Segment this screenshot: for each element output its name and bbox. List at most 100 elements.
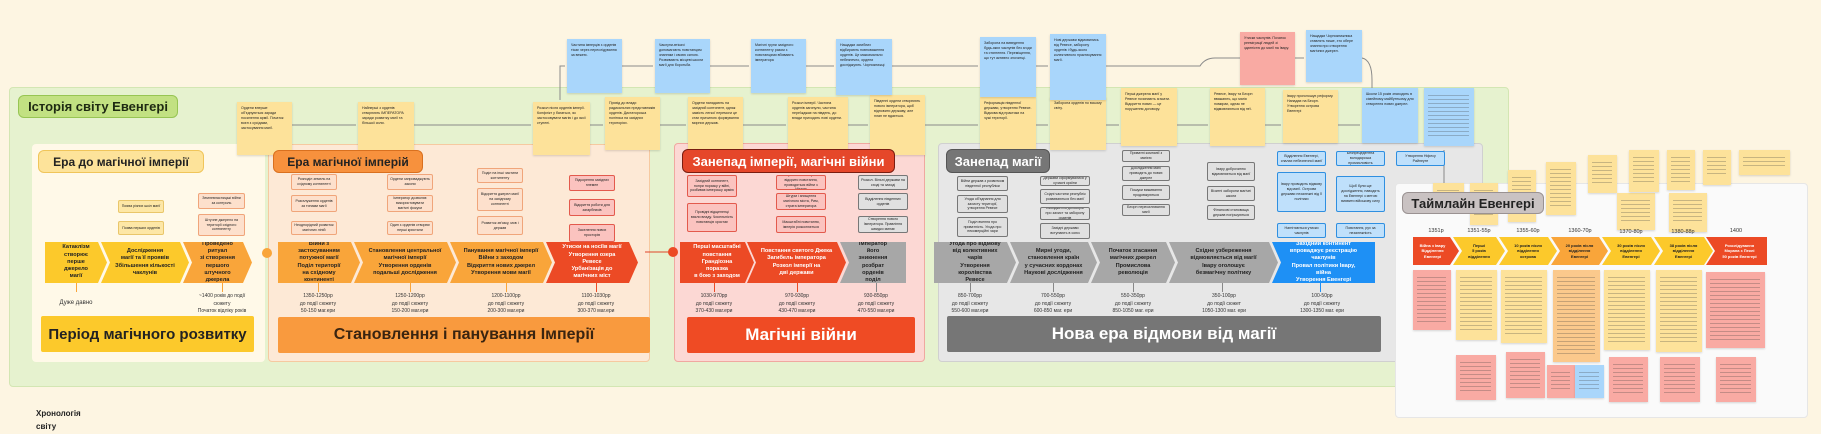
timeline-chevron[interactable]: 30 років після відділення Евенгері [1602, 237, 1660, 265]
event-box-blue[interactable]: Повстання, рух за незалежність [1336, 223, 1385, 238]
event-box[interactable]: Угода об'єднання для захисту території, … [957, 195, 1008, 213]
event-box[interactable]: Поява різних шкіл магії [118, 200, 164, 213]
event-box[interactable]: Заселення нових просторів [569, 224, 615, 242]
era-step-chevron[interactable]: Мирні угоди, становлення країн у сучасни… [1010, 242, 1097, 283]
event-box[interactable]: Західні держави вступають в союз [1040, 223, 1090, 239]
timeline-label[interactable]: Таймлайн Евенгері [1402, 192, 1544, 214]
timeline-chevron[interactable]: 38 років після відділення Евенгері [1654, 237, 1713, 265]
event-box[interactable]: Поява перших орденів [118, 221, 164, 235]
timeline-note[interactable] [1716, 357, 1756, 402]
event-box[interactable]: Створення нового Імператора. Правління ш… [858, 216, 908, 233]
event-box[interactable]: Розвиток зв'язку, мов і держав [477, 216, 523, 235]
sticky-note[interactable] [1424, 88, 1474, 146]
sticky-note[interactable]: Утиски чаклунів. Початок рееміграції люд… [1240, 32, 1295, 85]
timeline-chevron[interactable]: 20 років після відділення Евенгері [1551, 237, 1608, 265]
event-box[interactable]: Землевласницькі війни за контроль [198, 193, 245, 209]
era-step-chevron[interactable]: Новий імператор його зникнення розбрат о… [840, 242, 906, 283]
sticky-note[interactable]: Ревесе, Івару та Беорн вважають, що магі… [1210, 88, 1265, 146]
sticky-note[interactable] [1617, 193, 1655, 230]
timeline-chevron[interactable]: Розслідування Морана з Пеклі 50 років Ев… [1706, 237, 1767, 265]
sticky-note[interactable]: Школи 15 років знаходять в сімейному май… [1362, 88, 1418, 143]
sticky-note[interactable]: Магічні групи західного континенту разом… [751, 39, 806, 93]
sticky-note[interactable]: Заборона на виведення будь-яких чаклунів… [980, 37, 1036, 97]
event-box[interactable]: Штучне джерело на території східного кон… [198, 214, 245, 236]
era-step-chevron[interactable]: Панування магічної імперії Війни з заход… [450, 242, 552, 283]
timeline-chevron[interactable]: Війна з Івару Відділення Евенгері [1413, 237, 1459, 265]
timeline-note[interactable] [1456, 270, 1497, 340]
sticky-note[interactable]: Чаклуни-втікачі допомагають повстанцям з… [655, 39, 710, 93]
timeline-note[interactable] [1456, 355, 1496, 400]
sticky-note[interactable] [1739, 150, 1790, 175]
event-box[interactable]: Неоднорідний розвиток магічних ліній [291, 221, 337, 235]
event-box[interactable]: Східні частини республік розвиваються бе… [1040, 189, 1090, 204]
timeline-note[interactable] [1553, 270, 1600, 362]
timeline-note[interactable] [1547, 365, 1575, 398]
timeline-note[interactable] [1604, 270, 1650, 350]
era-step-chevron[interactable]: Початок згасання магічних джерел Промисл… [1091, 242, 1175, 283]
sticky-note[interactable] [1629, 150, 1659, 192]
event-box[interactable]: Розподіл земель на східному континенті [291, 174, 337, 190]
event-box[interactable]: Фінансові становища держав погіршуються [1207, 205, 1255, 220]
era-label-pre-empire[interactable]: Ера до магічної імперії [38, 150, 204, 173]
timeline-note[interactable] [1660, 357, 1700, 402]
sticky-note[interactable]: Південні ордени створюють нового імперат… [870, 95, 925, 155]
event-box[interactable]: Беорн пересилювання магії [1122, 204, 1170, 216]
sticky-note[interactable] [1546, 162, 1576, 215]
event-box[interactable]: Імператор дозволяє використовувати магіч… [387, 195, 433, 212]
event-box[interactable]: Західний континент, попри поразку у війн… [687, 175, 737, 197]
era-step-chevron[interactable]: Дослідження магії та її проявів Збільшен… [101, 242, 189, 283]
era-step-chevron[interactable]: Угода про відмову від колективних чарів … [934, 242, 1016, 283]
era-step-chevron[interactable]: Проведено ритуал зі створення першого шт… [183, 242, 252, 283]
timeline-note[interactable] [1575, 365, 1604, 398]
event-box[interactable]: Держави сформувалися у сучасні країни [1040, 176, 1090, 186]
event-box[interactable]: Приватні компанії з магією [1122, 150, 1170, 162]
event-box[interactable]: Відділення південних орденів [858, 193, 908, 210]
era-label-decline-empire[interactable]: Занепад імперії, магічні війни [682, 149, 895, 173]
timeline-note[interactable] [1609, 357, 1648, 402]
sticky-note[interactable]: Частина імперців з орденів тікає через п… [567, 39, 622, 93]
sticky-note[interactable]: Заборона орденів по всьому світу. [1050, 97, 1106, 150]
sticky-note[interactable]: Прихід до влади радикальних представникі… [605, 97, 660, 150]
event-box[interactable]: Відкриття роботи для загарбників [569, 199, 615, 216]
event-box[interactable]: Проблеми імперії: відкрито повстання, пр… [776, 175, 826, 190]
event-box[interactable]: Провідні відщепенці взяли владу. Чисельн… [687, 203, 737, 232]
sticky-note[interactable]: Найперші з орденів створюють ІМПЕРАТОРА … [358, 102, 414, 155]
event-box[interactable]: Масштабні повстання, імперія розколюєтьс… [776, 216, 826, 233]
sticky-note[interactable]: Розкол імперії. Частина орденів загинули… [788, 97, 848, 150]
timeline-note[interactable] [1656, 270, 1702, 352]
event-box[interactable]: Війни держав з розвитком південної респу… [957, 176, 1008, 191]
event-box[interactable]: Розкол. Вільні держави на сході та заход… [858, 175, 908, 190]
era-step-chevron[interactable]: Перші масштабні повстання Грандіозна пор… [680, 242, 754, 283]
event-box-blue[interactable]: Нагнітаються утиски чаклунів [1277, 223, 1326, 238]
timeline-note[interactable] [1506, 352, 1545, 398]
event-box[interactable]: Івару доброчинно відмовляється від магії [1207, 162, 1255, 181]
sticky-note[interactable] [1703, 150, 1731, 185]
timeline-note[interactable] [1706, 272, 1765, 348]
event-box[interactable]: Штурм і знищення магічного міста, Рим, с… [776, 193, 826, 210]
timeline-note[interactable] [1413, 270, 1451, 330]
event-box[interactable]: Поділ вчення про приватність. Угода про … [957, 217, 1008, 237]
timeline-chevron[interactable]: 10 років після відділення острова [1499, 237, 1557, 265]
sticky-note[interactable]: Реформація південної держави, утворення … [980, 97, 1036, 155]
sticky-note[interactable]: Нові держави відмовились від Ревесе, заб… [1050, 34, 1106, 100]
event-box-blue[interactable]: Щоб були ще дослідження, наводять на Еве… [1336, 176, 1385, 212]
event-box[interactable]: Один з орденів створює перші кристали [387, 221, 433, 235]
event-box[interactable]: Ордени запроваджують закони [387, 174, 433, 190]
sticky-note[interactable]: Нащадки загиблих відбирають повноваження… [836, 39, 892, 95]
era-step-chevron[interactable]: Західний континент впроваджує реєстрацію… [1272, 242, 1375, 283]
era-step-chevron[interactable]: Східне узбереження відмовляється від маг… [1169, 242, 1278, 283]
sticky-note[interactable]: Розкол після орденів імперії. Конфлікт у… [533, 102, 590, 155]
event-box[interactable]: Дослідження магії приводять до нових дже… [1122, 166, 1170, 181]
sticky-note[interactable]: Ордени вперше об'єднуються заради посиле… [237, 102, 292, 155]
sticky-note[interactable]: Перші джерела магії у Ревесе починають з… [1121, 88, 1177, 146]
era-label-empire[interactable]: Ера магічної імперій [273, 150, 423, 173]
event-box[interactable]: Розгалуження орденів за типами магії [291, 195, 337, 212]
era-label-decline-magic[interactable]: Занепад магії [946, 149, 1050, 173]
sticky-note[interactable] [1588, 155, 1617, 193]
era-step-chevron[interactable]: Війни з застосуванням потужної магії Под… [278, 242, 360, 283]
event-box[interactable]: Поділ на інші частини континенту [477, 168, 523, 183]
era-step-chevron[interactable]: Утиски на носіїв магії Утворення озера Р… [546, 242, 638, 283]
era-step-chevron[interactable]: Становлення центральної магічної імперії… [354, 242, 456, 283]
sticky-note[interactable] [1667, 150, 1695, 190]
era-step-chevron[interactable]: Повстання святого Джека Загибель імперат… [747, 242, 846, 283]
